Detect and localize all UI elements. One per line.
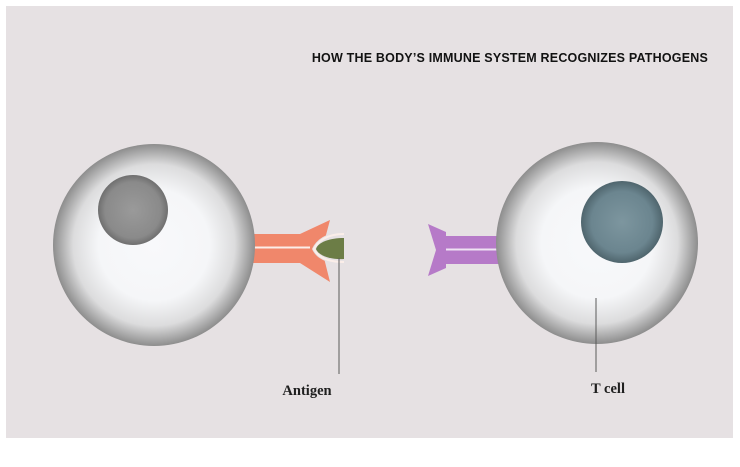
antigen-label: Antigen — [282, 383, 331, 399]
right-cell-nucleus — [581, 181, 663, 263]
diagram-title: HOW THE BODY’S IMMUNE SYSTEM RECOGNIZES … — [312, 51, 708, 65]
left-cell-nucleus — [98, 175, 168, 245]
left-cell-body — [53, 144, 255, 346]
t-cell-label: T cell — [591, 381, 625, 397]
